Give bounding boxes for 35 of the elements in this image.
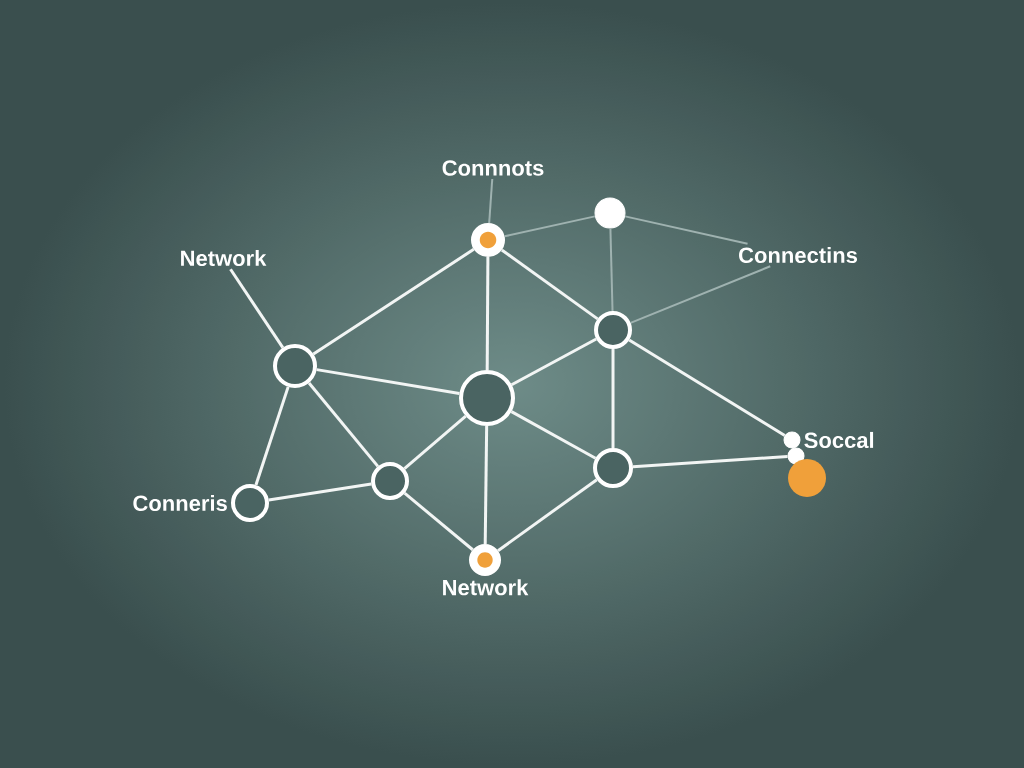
node-label: Network	[181, 249, 267, 267]
connector-line	[500, 248, 599, 321]
connector-line	[629, 265, 772, 324]
connector-line	[229, 268, 285, 349]
connector-line	[403, 492, 474, 551]
connector-line	[503, 215, 596, 238]
connector-line	[312, 248, 475, 356]
connector-line	[510, 410, 597, 460]
connector-line	[268, 482, 372, 502]
node-label: Soccal	[804, 431, 874, 449]
connector-line	[485, 257, 490, 370]
connector-line	[510, 337, 597, 387]
filled-circle	[788, 459, 826, 497]
connector-line	[316, 368, 460, 395]
connector-line	[624, 215, 749, 245]
connector-line	[609, 227, 614, 312]
node-label: Network	[443, 579, 529, 596]
connector-line	[254, 386, 290, 486]
connector-line	[483, 426, 489, 545]
circle-node	[787, 447, 805, 465]
node-label: Connnots	[442, 160, 544, 176]
connector-line	[403, 415, 467, 470]
circle-node	[231, 484, 269, 522]
circle-node	[471, 223, 505, 257]
circle-node	[783, 431, 801, 449]
connector-line	[497, 478, 598, 552]
connector-line	[611, 349, 615, 448]
connector-line	[628, 338, 786, 437]
circle-node	[469, 544, 501, 576]
node-label: Conneris	[133, 494, 227, 512]
connector-line	[488, 178, 494, 225]
connector-line	[307, 382, 380, 468]
node-label: Connectins	[739, 246, 857, 264]
connector-line	[632, 455, 788, 469]
circle-node	[594, 197, 626, 229]
